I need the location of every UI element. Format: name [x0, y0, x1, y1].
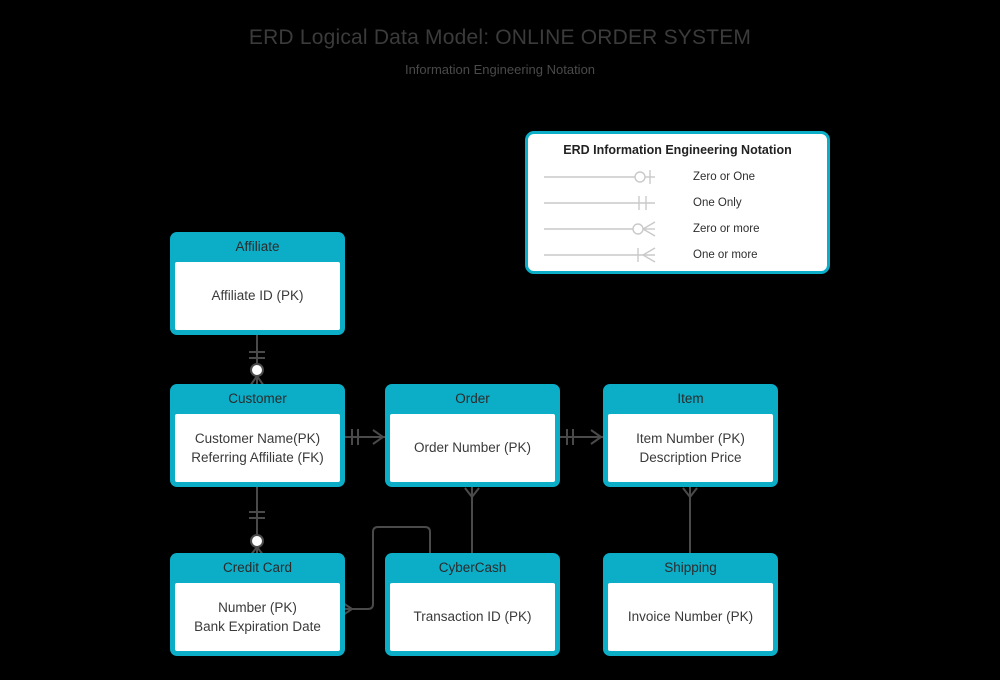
entity-item[interactable]: Item Item Number (PK) Description Price [603, 384, 778, 487]
entity-credit-card[interactable]: Credit Card Number (PK) Bank Expiration … [170, 553, 345, 656]
zero-or-one-icon [544, 170, 655, 184]
entity-shipping[interactable]: Shipping Invoice Number (PK) [603, 553, 778, 656]
entity-title: Customer [228, 391, 287, 406]
entity-attributes: Affiliate ID (PK) [175, 262, 340, 330]
legend-label: One Only [693, 197, 742, 209]
legend-item-zero-or-one: Zero or One [542, 164, 813, 190]
page-title: ERD Logical Data Model: ONLINE ORDER SYS… [248, 26, 752, 49]
entity-attributes: Transaction ID (PK) [390, 583, 555, 651]
legend-item-one-only: One Only [542, 190, 813, 216]
attribute: Bank Expiration Date [194, 618, 321, 634]
entity-attributes: Order Number (PK) [390, 414, 555, 482]
entity-title: CyberCash [438, 560, 507, 575]
attribute: Customer Name(PK) [194, 430, 321, 446]
entity-attributes: Number (PK) Bank Expiration Date [175, 583, 340, 651]
attribute: Affiliate ID (PK) [211, 288, 304, 303]
entity-attributes: Invoice Number (PK) [608, 583, 773, 651]
legend-item-zero-or-more: Zero or more [542, 216, 813, 242]
entity-title: Item [677, 391, 704, 406]
attribute: Referring Affiliate (FK) [191, 449, 324, 465]
legend-title: ERD Information Engineering Notation [563, 143, 792, 157]
one-only-icon [544, 196, 655, 210]
page-subtitle: Information Engineering Notation [404, 62, 596, 77]
attribute: Number (PK) [218, 599, 297, 615]
entity-affiliate[interactable]: Affiliate Affiliate ID (PK) [170, 232, 345, 335]
attribute: Order Number (PK) [413, 440, 532, 455]
attribute: Item Number (PK) [636, 430, 745, 446]
legend-label: One or more [693, 249, 758, 261]
zero-or-more-icon [544, 221, 656, 237]
legend-label: Zero or One [693, 171, 755, 183]
attribute: Transaction ID (PK) [413, 609, 532, 624]
legend-label: Zero or more [693, 223, 760, 235]
one-or-more-icon [544, 247, 656, 263]
entity-title: Affiliate [235, 239, 280, 254]
entity-cybercash[interactable]: CyberCash Transaction ID (PK) [385, 553, 560, 656]
entity-customer[interactable]: Customer Customer Name(PK) Referring Aff… [170, 384, 345, 487]
entity-attributes: Customer Name(PK) Referring Affiliate (F… [175, 414, 340, 482]
legend-panel: ERD Information Engineering Notation Zer… [525, 131, 830, 274]
legend-item-one-or-more: One or more [542, 242, 813, 268]
entity-attributes: Item Number (PK) Description Price [608, 414, 773, 482]
entity-title: Order [455, 391, 490, 406]
attribute: Invoice Number (PK) [627, 609, 754, 624]
entity-order[interactable]: Order Order Number (PK) [385, 384, 560, 487]
entity-title: Credit Card [222, 560, 293, 575]
attribute: Description Price [639, 449, 742, 465]
entity-title: Shipping [664, 560, 717, 575]
